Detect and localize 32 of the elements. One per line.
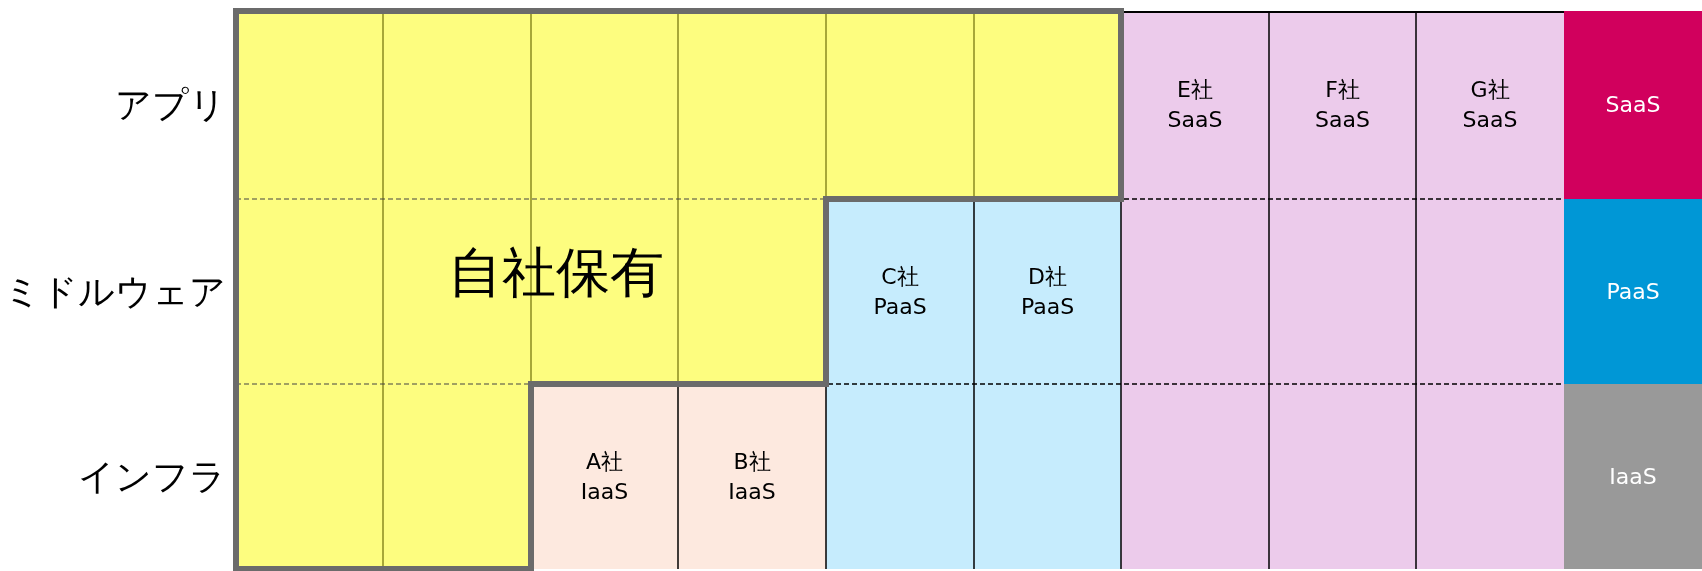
cell-label: IaaS	[1609, 462, 1657, 491]
cell-label: SaaS	[1167, 106, 1223, 134]
category-cell	[1564, 199, 1702, 384]
cell-label: PaaS	[873, 292, 927, 321]
cell-label: B社	[733, 447, 771, 476]
provider-cell	[1269, 11, 1416, 569]
cell-label: IaaS	[580, 477, 629, 506]
category-cell	[1564, 384, 1702, 569]
cell-label: IaaS	[728, 477, 776, 506]
cell-label: PaaS	[1606, 277, 1660, 306]
layer-label: ミドルウェア	[4, 269, 226, 314]
layer-label: アプリ	[115, 83, 226, 127]
provider-cell	[1121, 11, 1269, 569]
provider-cell	[974, 199, 1121, 569]
cell-label: D社	[1028, 262, 1067, 291]
area-label: 自社保有	[448, 241, 664, 305]
cell-label: F社	[1325, 76, 1360, 104]
cell-label: SaaS	[1315, 106, 1370, 134]
cell-label: G社	[1470, 76, 1510, 104]
layer-label: インフラ	[78, 454, 226, 499]
provider-cell	[531, 384, 678, 569]
cell-label: A社	[585, 447, 624, 476]
in-house-area	[236, 11, 1121, 569]
cell-label: C社	[881, 262, 919, 291]
cell-label: SaaS	[1605, 91, 1661, 119]
cell-label: E社	[1177, 76, 1213, 104]
provider-cell	[1416, 11, 1564, 569]
category-cell	[1564, 11, 1702, 199]
cell-label: PaaS	[1020, 292, 1075, 321]
cell-label: SaaS	[1462, 106, 1518, 134]
provider-cell	[826, 199, 974, 569]
provider-cell	[678, 384, 826, 569]
